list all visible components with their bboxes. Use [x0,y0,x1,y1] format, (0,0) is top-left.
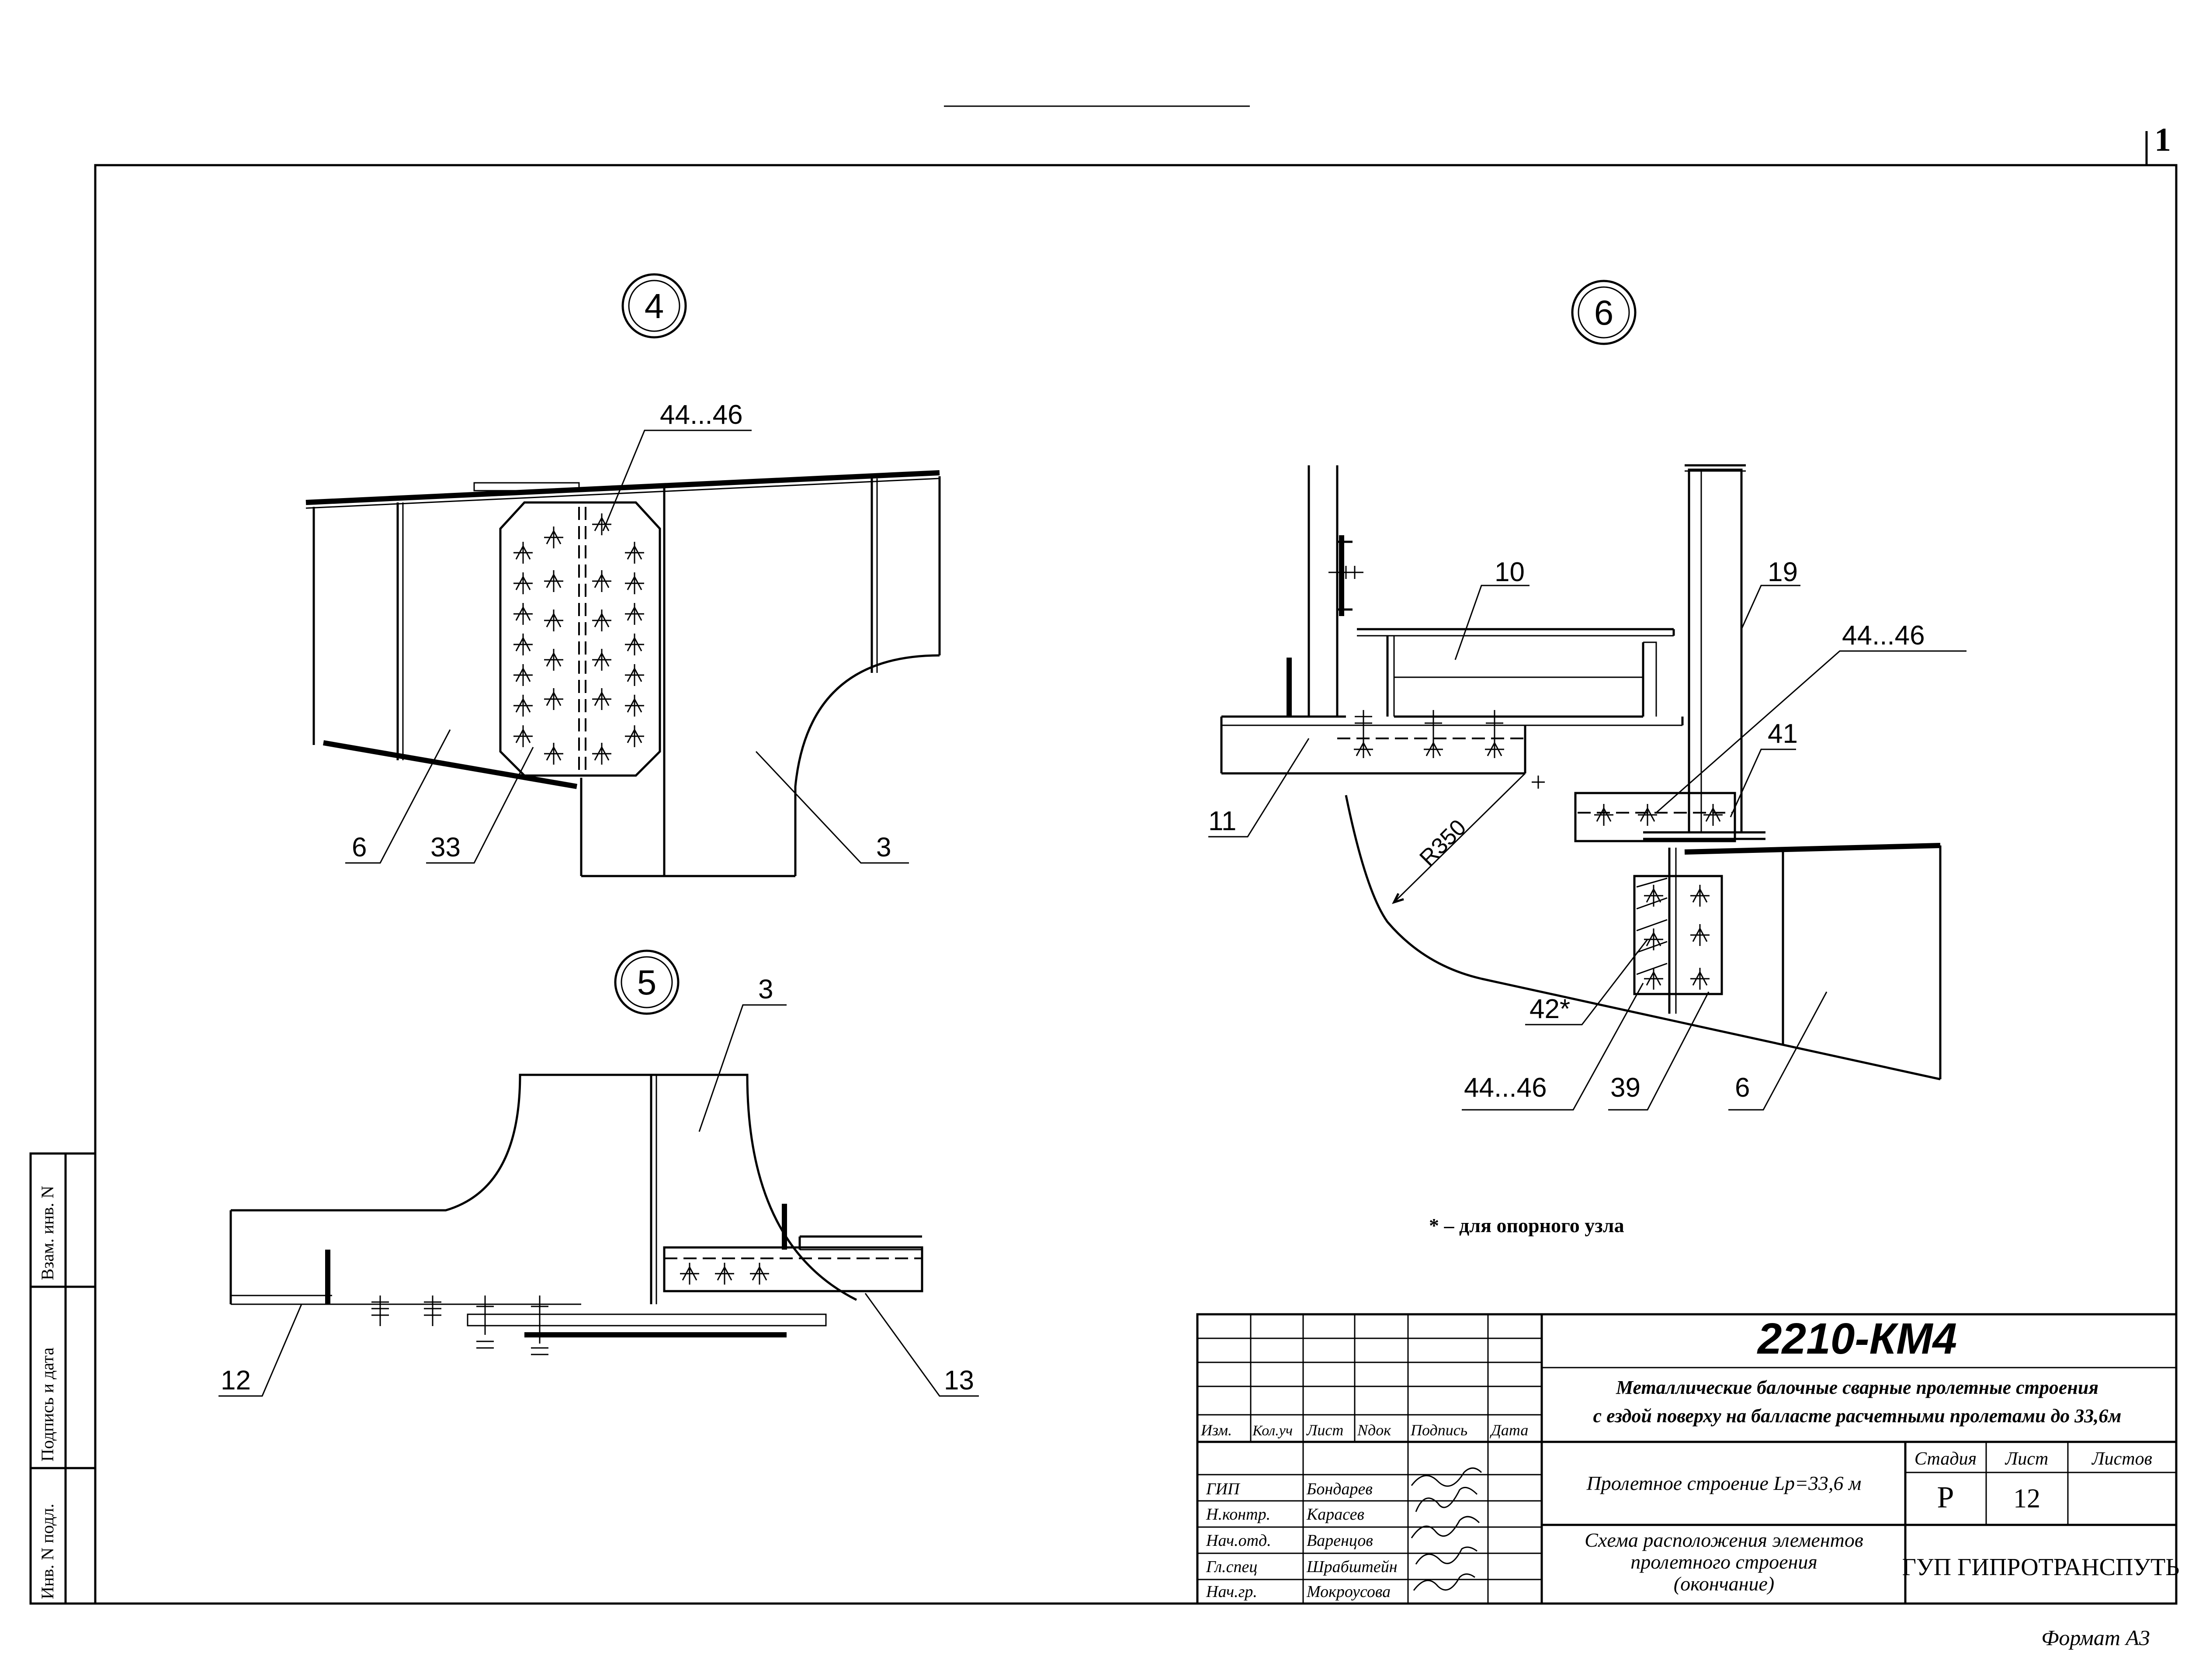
detail-5: 5 3 12 [218,949,979,1397]
staff-role-nachotd: Нач.отд. [1206,1531,1271,1550]
detail-6-bolt-group-41 [1594,804,1723,826]
staff-name-glspec: Шрабштейн [1306,1558,1398,1576]
leader-3 [755,751,909,864]
label-13: 13 [944,1365,974,1396]
sheet-header: Лист [2005,1449,2048,1469]
sheet-title-3: (окончание) [1674,1573,1774,1595]
doc-code: 2210-КМ4 [1757,1314,1957,1363]
signatures [1411,1467,1482,1591]
stamp-replace-label: Взам. инв. N [38,1186,57,1280]
sheets-header: Листов [2091,1449,2152,1469]
leader-10 [1454,585,1530,660]
label-41: 41 [1768,719,1798,749]
detail-6-bolt-group-39 [1644,885,1710,990]
leader-19 [1741,585,1800,630]
col-header-koluch: Кол.уч [1252,1423,1293,1439]
leader-5-3 [698,1004,787,1132]
detail-6-marker-inner [1578,286,1630,339]
organization: ГУП ГИПРОТРАНСПУТЬ [1902,1554,2180,1581]
staff-role-glspec: Гл.спец [1206,1558,1257,1576]
object-name: Пролетное строение Lp=33,6 м [1586,1472,1862,1494]
leader-33 [426,747,534,864]
leader-44-46-bottom [1462,983,1644,1111]
footnote: * – для опорного узла [1429,1214,1624,1237]
drawing-frame [94,164,2178,1605]
label-10: 10 [1495,557,1525,587]
detail-5-marker-outer [614,949,680,1015]
format-label: Формат А3 [2041,1625,2150,1650]
label-5-3: 3 [758,974,773,1005]
stage-header: Стадия [1914,1449,1977,1469]
label-3: 3 [876,832,891,863]
stamp-signature-label: Подпись и дата [38,1347,57,1462]
label-44-46-top: 44...46 [1842,620,1925,651]
col-header-list: Лист [1306,1421,1343,1439]
leader-11 [1208,738,1310,838]
label-33: 33 [430,832,461,863]
col-header-podpis: Подпись [1410,1421,1467,1439]
leader-12 [218,1304,302,1397]
title-line-1: Металлические балочные сварные пролетные… [1616,1377,2098,1398]
staff-role-nachgr: Нач.гр. [1206,1583,1257,1601]
staff-name-nkontr: Карасев [1306,1505,1364,1524]
label-19: 19 [1768,557,1798,587]
col-header-ndok: Nдок [1357,1421,1391,1439]
sheet-title-1: Схема расположения элементов [1585,1529,1863,1551]
detail-6: 6 [1208,280,1966,1111]
label-r350: R350 [1415,815,1471,871]
detail-6-bolt-row-top [1354,710,1504,758]
label-6b: 6 [1735,1073,1750,1103]
label-6: 6 [352,832,367,863]
leader-44-46 [602,430,752,531]
title-block: 2210-КМ4 Металлические балочные сварные … [1196,1313,2180,1605]
detail-4-marker-outer [621,273,687,339]
label-44-46: 44...46 [660,400,743,430]
col-header-data: Дата [1490,1421,1528,1439]
detail-6-marker-outer [1571,280,1637,345]
detail-5-bolt-group [680,1263,769,1285]
leader-44-46-top [1656,650,1966,814]
label-42: 42* [1530,994,1570,1024]
detail-4-marker-inner [628,280,680,332]
label-39: 39 [1610,1073,1640,1103]
detail-4: 4 [305,273,941,877]
detail-4-marker-number: 4 [645,287,664,326]
stamp-inventory-label: Инв. N подл. [38,1503,57,1599]
label-11: 11 [1208,806,1236,836]
detail-6-marker-number: 6 [1594,293,1614,332]
left-stamp: Инв. N подл. Подпись и дата Взам. инв. N [29,1152,97,1605]
staff-name-gip: Бондарев [1306,1480,1373,1498]
leader-39 [1608,991,1710,1111]
title-line-2: с ездой поверху на балласте расчетными п… [1593,1405,2122,1427]
detail-4-bolt-group [513,513,644,765]
staff-role-nkontr: Н.контр. [1206,1505,1270,1524]
staff-name-nachotd: Варенцов [1307,1531,1373,1550]
leader-41 [1730,748,1796,817]
leader-6 [345,729,451,864]
staff-role-gip: ГИП [1206,1480,1241,1498]
label-12: 12 [221,1365,251,1396]
leader-6b [1728,991,1828,1111]
sheet-number: 1 [2154,121,2171,158]
leader-13 [864,1293,979,1397]
leader-42 [1525,939,1648,1025]
detail-5-bolt-row [371,1296,548,1355]
detail-5-marker-number: 5 [637,963,657,1002]
stage-value: Р [1937,1481,1954,1514]
sheet-title-2: пролетного строения [1630,1551,1817,1573]
staff-name-nachgr: Мокроусова [1306,1583,1391,1601]
detail-5-marker-inner [621,956,673,1008]
sheet-value: 12 [2013,1484,2040,1514]
label-44-46-bottom: 44...46 [1464,1073,1547,1103]
col-header-izm: Изм. [1200,1421,1232,1439]
